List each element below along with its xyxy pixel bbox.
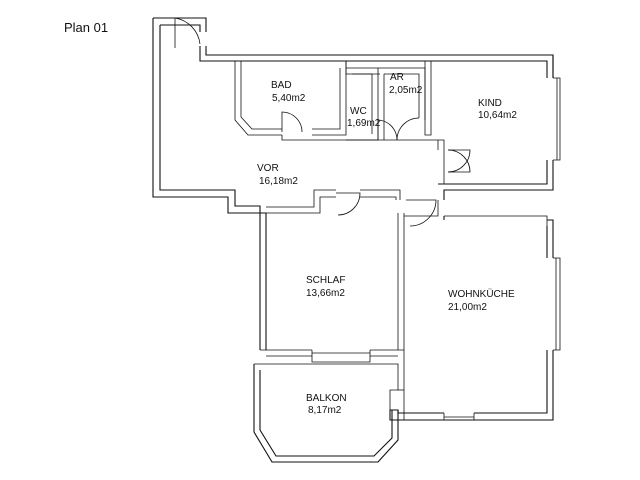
room-vor-area: 16,18m2 [259,176,298,187]
room-vor: VOR 16,18m2 [257,163,298,187]
room-ar: AR 2,05m2 [389,72,423,96]
room-schlaf: SCHLAF 13,66m2 [306,275,345,299]
inner-walls [234,61,548,420]
room-bad-name: BAD [271,80,292,91]
room-schlaf-name: SCHLAF [306,275,345,286]
room-balkon-name: BALKON [306,393,347,404]
room-balkon: BALKON 8,17m2 [306,393,347,416]
room-vor-name: VOR [257,163,279,174]
room-wohnkueche-area: 21,00m2 [448,302,487,313]
balkon-outline [253,363,404,463]
room-kind-area: 10,64m2 [478,110,517,121]
room-bad: BAD 5,40m2 [271,80,306,104]
outer-walls [152,17,554,421]
room-bad-area: 5,40m2 [272,93,306,104]
plan-title: Plan 01 [64,20,108,35]
room-kind: KIND 10,64m2 [478,98,517,121]
windows [312,77,561,421]
room-wc: WC 1,69m2 [347,106,381,129]
room-wc-name: WC [350,106,367,117]
room-ar-name: AR [390,72,404,83]
room-ar-area: 2,05m2 [389,85,423,96]
doors [174,17,471,227]
room-kind-name: KIND [478,98,502,109]
room-wc-area: 1,69m2 [347,118,381,129]
room-balkon-area: 8,17m2 [308,405,342,416]
room-schlaf-area: 13,66m2 [306,288,345,299]
room-wohnkueche-name: WOHNKÜCHE [448,288,515,300]
room-wohnkueche: WOHNKÜCHE 21,00m2 [448,288,515,313]
